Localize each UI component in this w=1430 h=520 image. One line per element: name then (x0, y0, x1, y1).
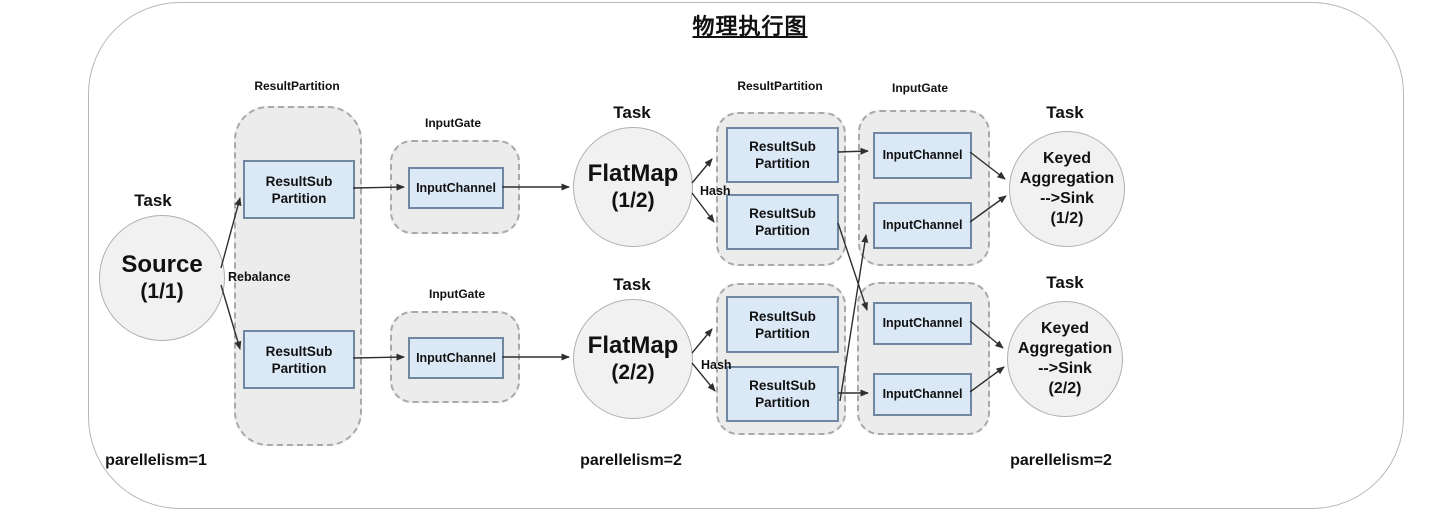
task-label-flatmap-1: Task (613, 103, 651, 122)
result-sub-partition-text: Partition (755, 223, 810, 238)
input-channel-text: InputChannel (416, 350, 496, 365)
result-partition-fm1-label: ResultPartition (737, 79, 823, 93)
result-sub-partition-fm2-2: ResultSub Partition (726, 366, 839, 422)
task-label-flatmap-2: Task (613, 275, 651, 294)
result-sub-partition-src-2: ResultSub Partition (243, 330, 355, 389)
parallelism-label-agg: parellelism=2 (1010, 452, 1112, 469)
result-sub-partition-text: Partition (271, 190, 327, 206)
result-sub-partition-text: Partition (755, 325, 810, 341)
flatmap-1-node: FlatMap (1/2) (573, 127, 693, 247)
flatmap-2-name: FlatMap (587, 332, 679, 359)
diagram-title: 物理执行图 (692, 14, 808, 39)
parallelism-label-flatmap: parellelism=2 (580, 452, 682, 469)
result-sub-partition-text: ResultSub (749, 206, 816, 221)
result-partition-source-label: ResultPartition (254, 79, 340, 93)
agg-2-text: -->Sink (1038, 360, 1092, 377)
source-name: Source (121, 251, 203, 278)
agg-1-instance: (1/2) (1050, 210, 1084, 227)
task-label-source: Task (134, 191, 172, 210)
input-channel-text: InputChannel (882, 148, 963, 162)
task-label-agg-2: Task (1046, 273, 1084, 292)
result-sub-partition-fm1-2: ResultSub Partition (726, 194, 839, 250)
hash-label-2: Hash (701, 358, 732, 372)
agg-2-text: Aggregation (1017, 340, 1113, 357)
input-channel-agg1-1: InputChannel (873, 132, 972, 179)
input-channel-text: InputChannel (882, 316, 963, 330)
keyed-agg-2-node: Keyed Aggregation -->Sink (2/2) (1007, 301, 1123, 417)
keyed-agg-1-node: Keyed Aggregation -->Sink (1/2) (1009, 131, 1125, 247)
input-channel-fm1: InputChannel (408, 167, 504, 209)
input-gate-fm1-label: InputGate (425, 116, 481, 130)
flatmap-2-node: FlatMap (2/2) (573, 299, 693, 419)
result-sub-partition-text: ResultSub (749, 139, 816, 154)
input-channel-fm2: InputChannel (408, 337, 504, 379)
input-channel-agg2-2: InputChannel (873, 373, 972, 416)
result-sub-partition-text: Partition (271, 360, 327, 376)
agg-1-text: -->Sink (1040, 190, 1094, 207)
result-sub-partition-fm1-1: ResultSub Partition (726, 127, 839, 183)
parallelism-label-source: parellelism=1 (105, 452, 207, 469)
result-sub-partition-text: Partition (755, 156, 810, 171)
input-channel-text: InputChannel (882, 387, 963, 401)
result-sub-partition-text: ResultSub (749, 308, 816, 324)
result-sub-partition-text: ResultSub (265, 343, 333, 359)
input-gate-fm2-label: InputGate (429, 287, 485, 301)
flatmap-2-instance: (2/2) (611, 361, 655, 384)
input-gate-agg1-label: InputGate (892, 81, 948, 95)
result-sub-partition-src-1: ResultSub Partition (243, 160, 355, 219)
flatmap-1-name: FlatMap (587, 160, 679, 187)
result-sub-partition-text: ResultSub (265, 173, 333, 189)
source-node: Source (1/1) (99, 215, 225, 341)
source-instance: (1/1) (140, 280, 184, 303)
input-channel-text: InputChannel (882, 218, 963, 232)
hash-label-1: Hash (700, 184, 731, 198)
task-label-agg-1: Task (1046, 103, 1084, 122)
result-sub-partition-text: Partition (755, 395, 810, 410)
input-channel-text: InputChannel (416, 180, 496, 195)
agg-1-text: Aggregation (1019, 170, 1115, 187)
agg-2-text: Keyed (1040, 320, 1090, 337)
agg-1-text: Keyed (1042, 150, 1092, 167)
result-sub-partition-text: ResultSub (749, 378, 816, 393)
rebalance-label: Rebalance (228, 270, 291, 284)
input-channel-agg2-1: InputChannel (873, 302, 972, 345)
agg-2-instance: (2/2) (1048, 380, 1082, 397)
result-sub-partition-fm2-1: ResultSub Partition (726, 296, 839, 353)
flatmap-1-instance: (1/2) (611, 189, 655, 212)
input-channel-agg1-2: InputChannel (873, 202, 972, 249)
